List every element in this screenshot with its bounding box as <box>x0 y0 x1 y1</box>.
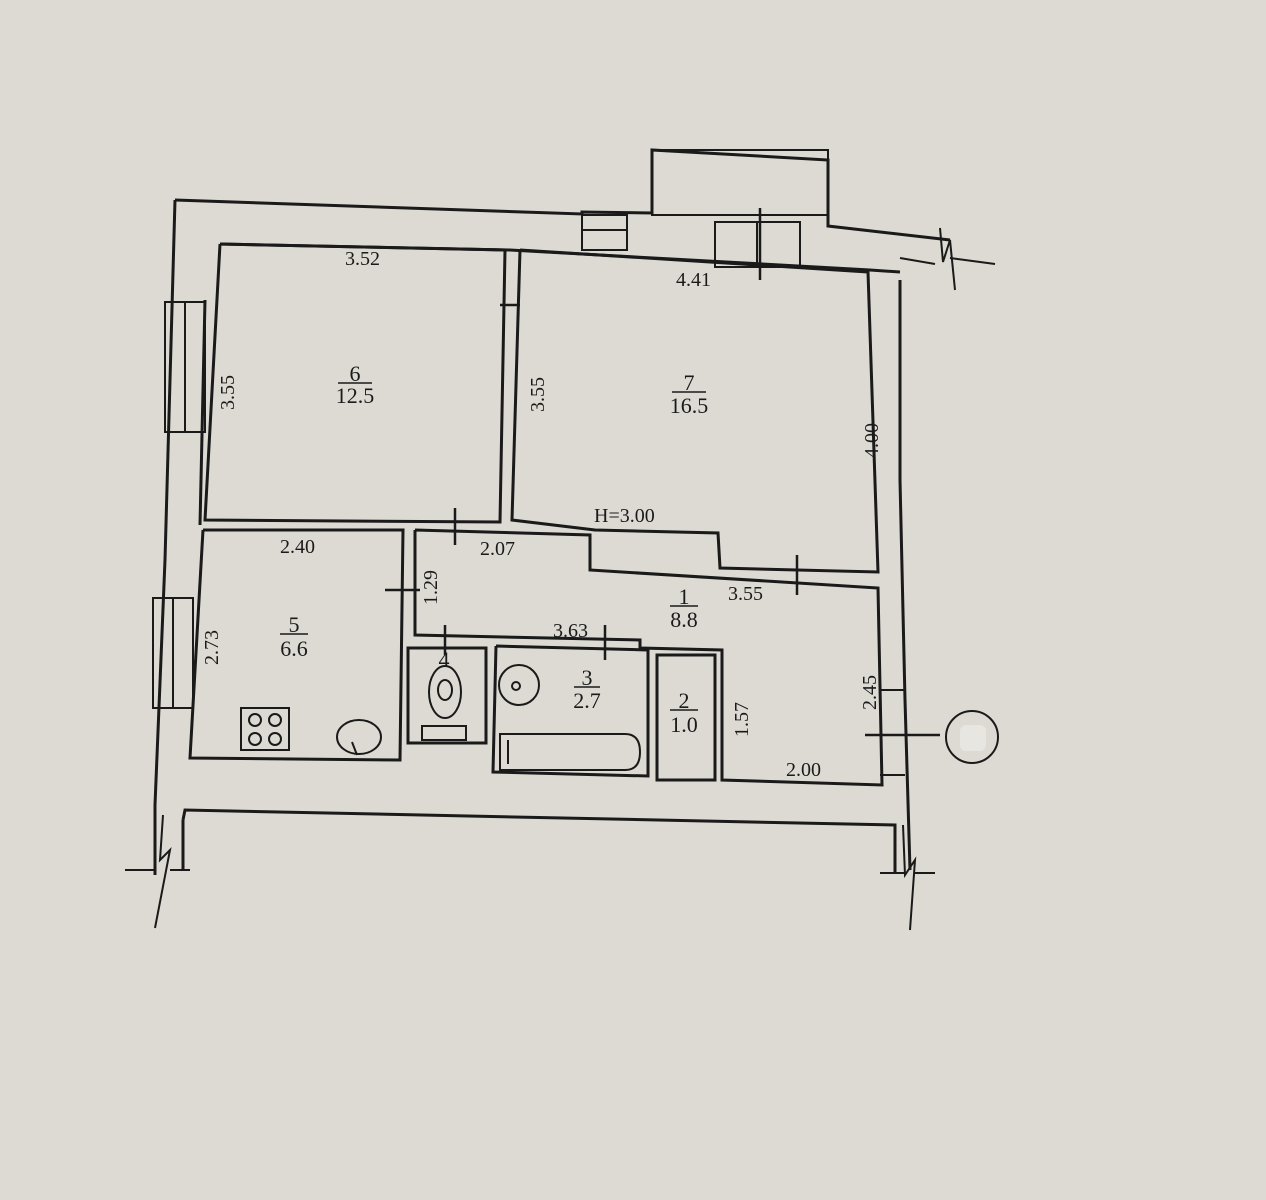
door-marks <box>385 208 940 776</box>
room-1-outline <box>413 528 884 787</box>
dim-hall-mid: 3.55 <box>728 583 763 605</box>
entrance-marker <box>945 710 999 764</box>
room-3-label: 3 2.7 <box>573 665 601 713</box>
room-5-number: 5 <box>289 612 300 637</box>
room-2-area: 1.0 <box>670 712 698 737</box>
dim-hall-bottom: 2.00 <box>786 759 821 781</box>
dim-hall-left: 1.29 <box>420 570 442 605</box>
room-4-outline <box>406 646 488 745</box>
dim-r6-top: 3.52 <box>345 248 380 270</box>
room-2-number: 2 <box>679 688 690 713</box>
room-7-number: 7 <box>684 370 695 395</box>
room-5-area: 6.6 <box>280 636 308 661</box>
dim-r7-top: 4.41 <box>676 269 711 291</box>
dim-r6-left: 3.55 <box>217 375 239 410</box>
room-3-area: 2.7 <box>573 688 601 713</box>
room-7-label: 7 16.5 <box>670 370 709 418</box>
outer-walls <box>153 148 951 875</box>
room-1-number: 1 <box>679 584 690 609</box>
wall-break-marks <box>125 227 996 931</box>
room-4-label: 4 <box>439 647 450 672</box>
room-5-label: 5 6.6 <box>280 612 308 661</box>
dim-r5-top: 2.40 <box>280 536 315 558</box>
dim-r5-left: 2.73 <box>201 630 223 665</box>
dim-wc-right: 1.57 <box>731 702 753 737</box>
room-3-number: 3 <box>582 665 593 690</box>
paper-speck <box>960 725 986 751</box>
room-2-label: 2 1.0 <box>670 688 698 737</box>
room-5-outline <box>188 528 405 762</box>
room-6-outline <box>203 242 507 524</box>
windows <box>152 214 801 709</box>
dim-r7-right: 4.00 <box>861 423 883 458</box>
toilet-icon <box>421 665 467 741</box>
bathtub-icon <box>499 733 642 771</box>
room-3-outline <box>491 644 650 778</box>
washbasin-icon <box>498 664 540 706</box>
ceiling-height: H=3.00 <box>594 505 655 527</box>
room-6-area: 12.5 <box>336 383 375 408</box>
room-1-label: 1 8.8 <box>670 584 698 632</box>
room-7-outline <box>510 248 880 574</box>
room-6-label: 6 12.5 <box>336 361 375 408</box>
dim-hall-right: 2.45 <box>859 675 881 710</box>
room-2-outline <box>655 653 717 782</box>
dim-hall-top: 2.07 <box>480 538 515 560</box>
room-7-area: 16.5 <box>670 393 709 418</box>
balcony <box>651 149 829 216</box>
room-1-area: 8.8 <box>670 607 698 632</box>
dim-r6-right: 3.55 <box>527 377 549 412</box>
dim-bath-top: 3.63 <box>553 620 588 642</box>
room-4-number: 4 <box>439 647 450 672</box>
room-6-number: 6 <box>350 361 361 386</box>
kitchen-sink-icon <box>336 719 382 756</box>
stove-icon <box>240 707 290 751</box>
